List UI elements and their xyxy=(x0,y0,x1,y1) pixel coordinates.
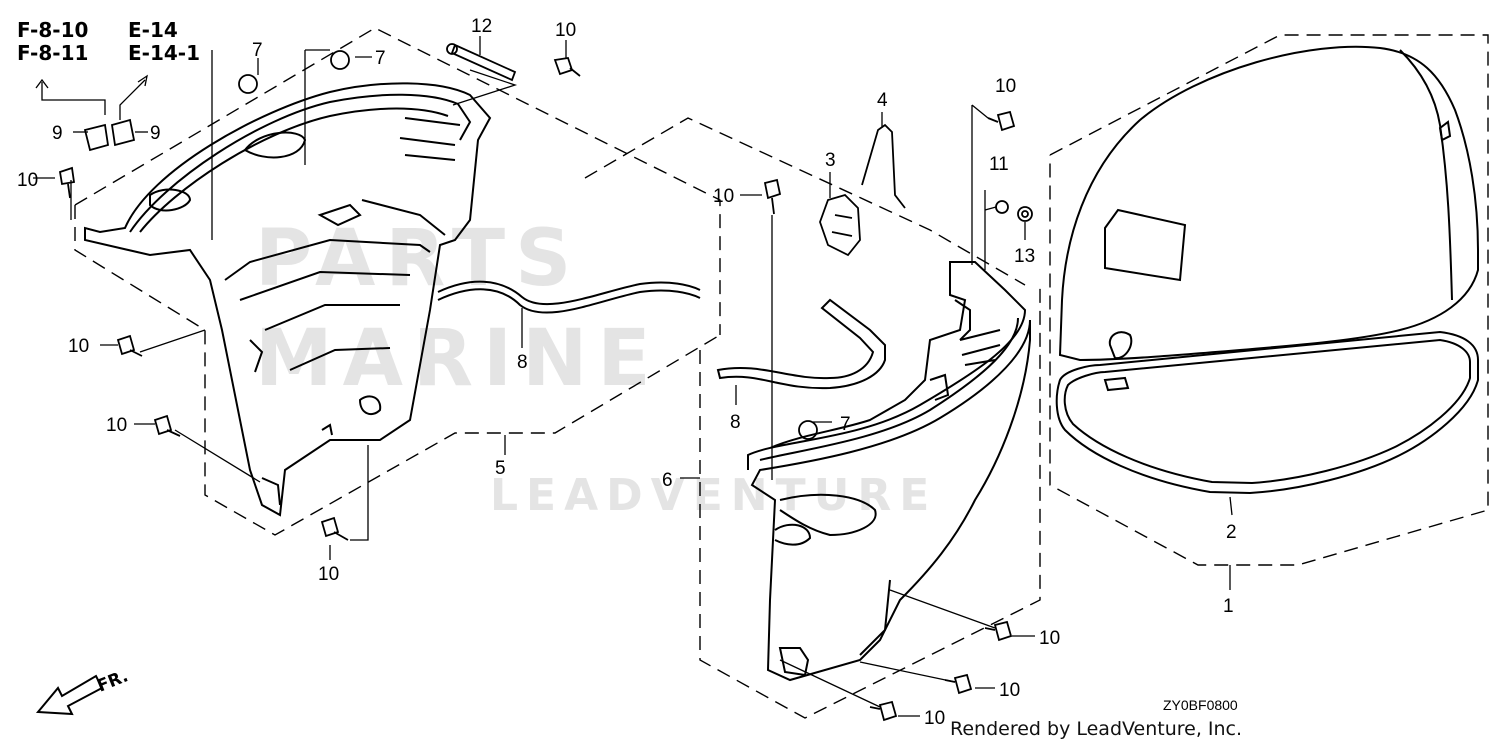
callout-7-right[interactable]: 7 xyxy=(375,48,386,69)
grommet-part7-c[interactable] xyxy=(798,420,818,440)
pin-part12-head xyxy=(446,43,458,55)
front-label: FR. xyxy=(94,666,131,696)
ref-f-8-11[interactable]: F-8-11 xyxy=(17,41,89,65)
wire-part4[interactable] xyxy=(861,123,906,209)
seal-part2[interactable] xyxy=(1055,330,1479,495)
callout-8-left[interactable]: 8 xyxy=(517,352,528,373)
callout-2[interactable]: 2 xyxy=(1226,522,1237,543)
watermark: PARTS MARINE LEADVENTURE xyxy=(255,214,937,521)
callout-9-left[interactable]: 9 xyxy=(52,123,63,144)
ref-f-8-10[interactable]: F-8-10 xyxy=(17,18,89,42)
callout-8-right[interactable]: 8 xyxy=(730,412,741,433)
ref-e-14[interactable]: E-14 xyxy=(128,18,178,42)
callout-10-lower[interactable]: 10 xyxy=(106,415,127,436)
diagram-code: ZY0BF0800 xyxy=(1163,697,1238,713)
group-1-outline xyxy=(1049,34,1489,566)
callout-1[interactable]: 1 xyxy=(1223,596,1234,617)
callout-3[interactable]: 3 xyxy=(825,150,836,171)
callout-10-upper-right[interactable]: 10 xyxy=(995,76,1016,97)
bracket-part3-detail xyxy=(831,214,853,237)
callout-7-left[interactable]: 7 xyxy=(252,40,263,61)
group-5-outline-bottom xyxy=(74,205,721,536)
watermark-line3: LEADVENTURE xyxy=(490,470,937,521)
top-cover-part1[interactable] xyxy=(1058,45,1479,392)
callout-10-bottom[interactable]: 10 xyxy=(318,564,339,585)
callout-10-mid[interactable]: 10 xyxy=(68,336,89,357)
callouts: 12 10 7 7 9 9 10 10 10 10 5 8 4 3 10 10 … xyxy=(17,16,1237,729)
bolts-part10 xyxy=(58,56,1016,722)
callout-6[interactable]: 6 xyxy=(662,470,673,491)
watermark-line1: PARTS xyxy=(255,214,581,304)
ref-e-14-1[interactable]: E-14-1 xyxy=(128,41,201,65)
credit-line: Rendered by LeadVenture, Inc. xyxy=(950,718,1243,740)
washer-part11[interactable] xyxy=(995,200,1009,214)
group-6-outline-right xyxy=(699,285,1041,719)
callout-10-top[interactable]: 10 xyxy=(555,20,576,41)
callout-10-center[interactable]: 10 xyxy=(713,186,734,207)
callout-9-right[interactable]: 9 xyxy=(150,123,161,144)
watermark-line2: MARINE xyxy=(255,314,661,404)
callout-13[interactable]: 13 xyxy=(1014,246,1035,267)
front-direction-indicator: FR. xyxy=(35,666,131,716)
group-5-outline-top xyxy=(74,27,721,335)
callout-12[interactable]: 12 xyxy=(471,16,492,37)
ring-part13[interactable] xyxy=(1017,206,1033,222)
grommet-part7-a[interactable] xyxy=(238,74,258,94)
clip-part9-b[interactable] xyxy=(110,118,136,147)
group-6-outline-top xyxy=(584,117,1026,286)
hose-part8[interactable] xyxy=(437,280,886,390)
leader-lines xyxy=(33,36,1233,717)
callout-5[interactable]: 5 xyxy=(495,458,506,479)
ring-part13-inner xyxy=(1021,210,1029,218)
callout-10-left[interactable]: 10 xyxy=(17,170,38,191)
front-arrow-icon xyxy=(35,674,104,716)
callout-7-lower[interactable]: 7 xyxy=(840,414,851,435)
callout-10-right-a[interactable]: 10 xyxy=(1039,628,1060,649)
callout-10-right-c[interactable]: 10 xyxy=(924,708,945,729)
callout-4[interactable]: 4 xyxy=(877,90,888,111)
hardware xyxy=(58,43,1033,722)
callout-10-right-b[interactable]: 10 xyxy=(999,680,1020,701)
side-cover-part6[interactable] xyxy=(747,261,1031,682)
bracket-part3[interactable] xyxy=(819,193,861,257)
callout-11[interactable]: 11 xyxy=(989,154,1009,175)
clip-part9-a[interactable] xyxy=(83,123,110,152)
pin-part12[interactable] xyxy=(450,43,517,82)
group-outlines xyxy=(74,27,1489,719)
grommet-part7-b[interactable] xyxy=(330,50,350,70)
